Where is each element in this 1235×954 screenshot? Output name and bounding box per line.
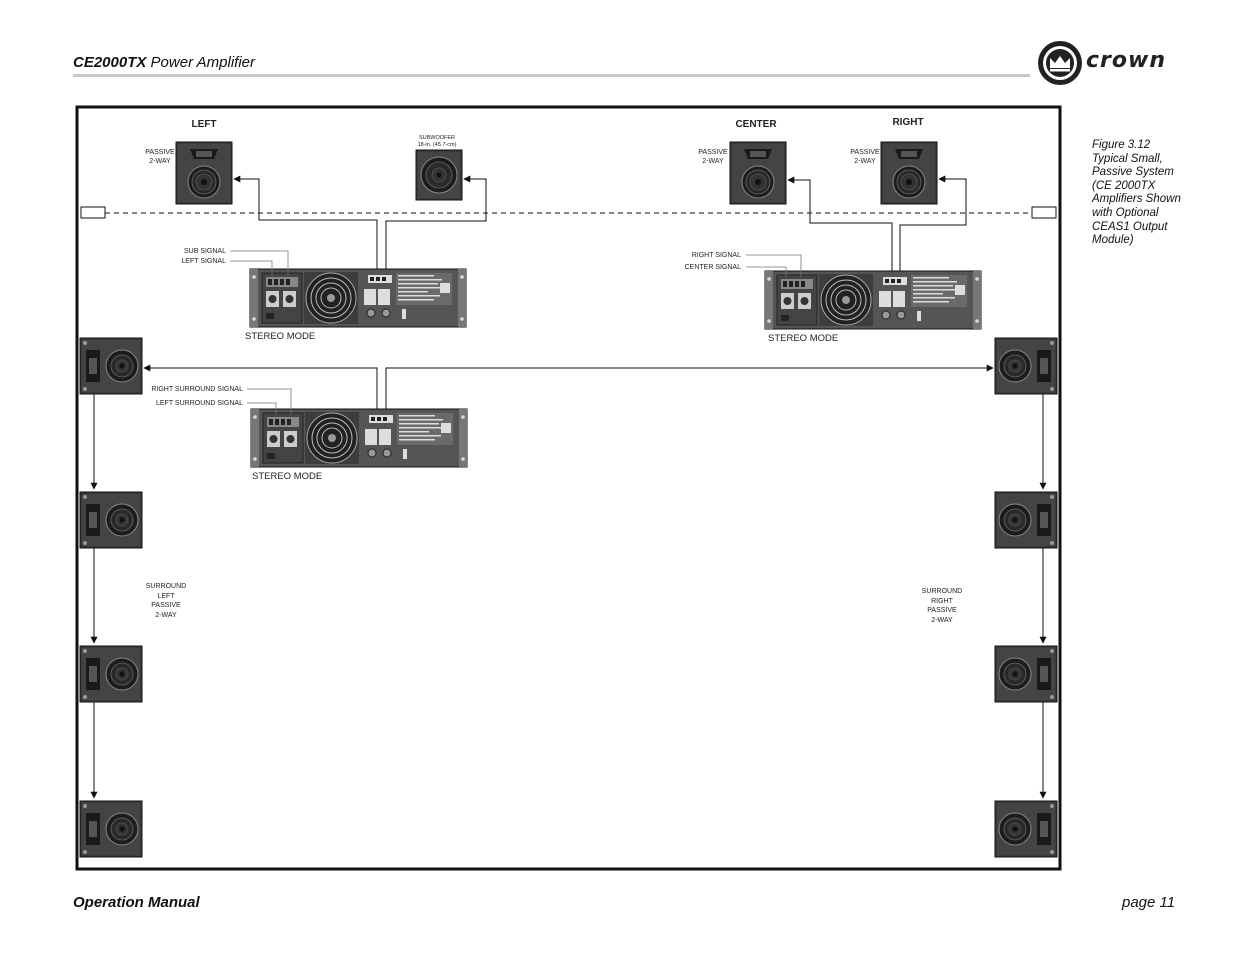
- left-wall-marker: [80, 206, 106, 219]
- amp1-signal-b: LEFT SIGNAL: [181, 258, 226, 265]
- crown-logo: crown: [1036, 38, 1186, 88]
- amp3-signal-a: RIGHT SURROUND SIGNAL: [151, 386, 243, 393]
- brand-wordmark: crown: [1086, 48, 1166, 73]
- label-center-type2: 2-WAY: [702, 158, 724, 165]
- surround-left-3: [79, 645, 143, 703]
- speaker-center: [729, 141, 787, 205]
- amplifier-3: [250, 408, 468, 468]
- surround-right-4: [994, 800, 1058, 858]
- surround-right-line4: 2-WAY: [931, 617, 953, 624]
- footer-manual-title: Operation Manual: [73, 894, 200, 911]
- amp2-signal-a: RIGHT SIGNAL: [692, 252, 741, 259]
- label-center-type1: PASSIVE: [698, 149, 728, 156]
- right-wall-marker: [1031, 206, 1057, 219]
- figure-caption: Figure 3.12 Typical Small, Passive Syste…: [1092, 139, 1181, 247]
- product-name: Power Amplifier: [146, 54, 256, 71]
- room-outline: [75, 105, 1062, 871]
- surround-right-line1: SURROUND: [922, 588, 962, 595]
- surround-left-line3: PASSIVE: [151, 602, 181, 609]
- surround-right-line3: PASSIVE: [927, 607, 957, 614]
- wiring-amp3: [90, 364, 1047, 799]
- footer-page-number: page 11: [1122, 894, 1176, 911]
- amp2-signal-b: CENTER SIGNAL: [685, 264, 742, 271]
- amp3-signal-b: LEFT SURROUND SIGNAL: [156, 400, 243, 407]
- model-name: CE2000TX: [73, 54, 147, 71]
- label-subwoofer-size: 18-in. (45.7-cm): [418, 142, 457, 148]
- label-center: CENTER: [735, 119, 777, 130]
- amp2-mode: STEREO MODE: [768, 333, 838, 344]
- surround-left-line2: LEFT: [157, 593, 175, 600]
- amp1-signal-a: SUB SIGNAL: [184, 248, 226, 255]
- surround-right-2: [994, 491, 1058, 549]
- label-left-type1: PASSIVE: [145, 149, 175, 156]
- label-right: RIGHT: [892, 117, 923, 128]
- label-right-type1: PASSIVE: [850, 149, 880, 156]
- surround-left-2: [79, 491, 143, 549]
- speaker-left: [175, 141, 233, 205]
- crown-emblem-icon: [1038, 41, 1082, 85]
- amp3-mode: STEREO MODE: [252, 471, 322, 482]
- amp1-mode: STEREO MODE: [245, 331, 315, 342]
- surround-left-4: [79, 800, 143, 858]
- speaker-right: [880, 141, 938, 205]
- surround-left-line4: 2-WAY: [155, 612, 177, 619]
- speaker-subwoofer: [415, 149, 463, 201]
- label-right-type2: 2-WAY: [854, 158, 876, 165]
- label-left: LEFT: [192, 119, 217, 130]
- surround-right-1: [994, 337, 1058, 395]
- header-rule: [73, 74, 1030, 77]
- label-subwoofer: SUBWOOFER: [419, 135, 455, 141]
- wiring-amp1: [233, 175, 487, 269]
- header-title: CE2000TX Power Amplifier: [73, 54, 255, 71]
- surround-left-line1: SURROUND: [146, 583, 186, 590]
- label-left-type2: 2-WAY: [149, 158, 171, 165]
- amplifier-1: [249, 268, 467, 328]
- surround-right-line2: RIGHT: [931, 598, 954, 605]
- surround-right-3: [994, 645, 1058, 703]
- wiring-amp2: [787, 175, 967, 271]
- surround-left-1: [79, 337, 143, 395]
- amplifier-2: [764, 270, 982, 330]
